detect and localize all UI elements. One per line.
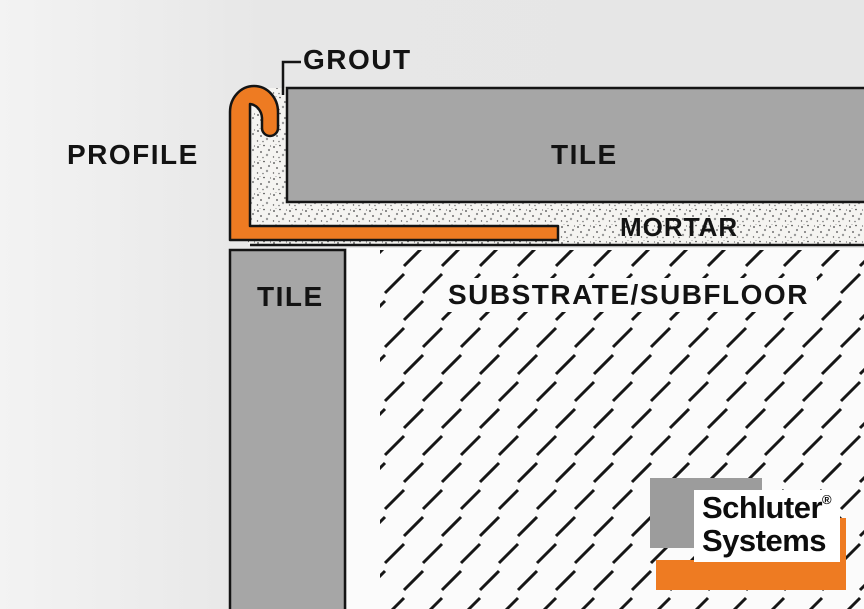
grout-label: GROUT bbox=[303, 44, 412, 75]
profile-label: PROFILE bbox=[67, 139, 199, 170]
logo-wordmark: Schluter® Systems bbox=[694, 490, 840, 562]
substrate-label: SUBSTRATE/SUBFLOOR bbox=[440, 278, 817, 312]
top-tile bbox=[285, 86, 864, 204]
tile-left-label: TILE bbox=[257, 281, 324, 312]
registered-trademark-symbol: ® bbox=[822, 492, 832, 507]
profile-shape bbox=[228, 84, 560, 242]
logo-line1: Schluter® bbox=[702, 490, 832, 525]
tile-top-label: TILE bbox=[551, 139, 618, 170]
logo-line2: Systems bbox=[702, 522, 827, 558]
mortar-label: MORTAR bbox=[620, 212, 739, 242]
logo-orange-bar-horizontal bbox=[656, 560, 816, 590]
grout-leader-line bbox=[281, 60, 301, 95]
left-tile bbox=[228, 248, 347, 609]
logo-brand-text: Schluter bbox=[702, 490, 823, 525]
